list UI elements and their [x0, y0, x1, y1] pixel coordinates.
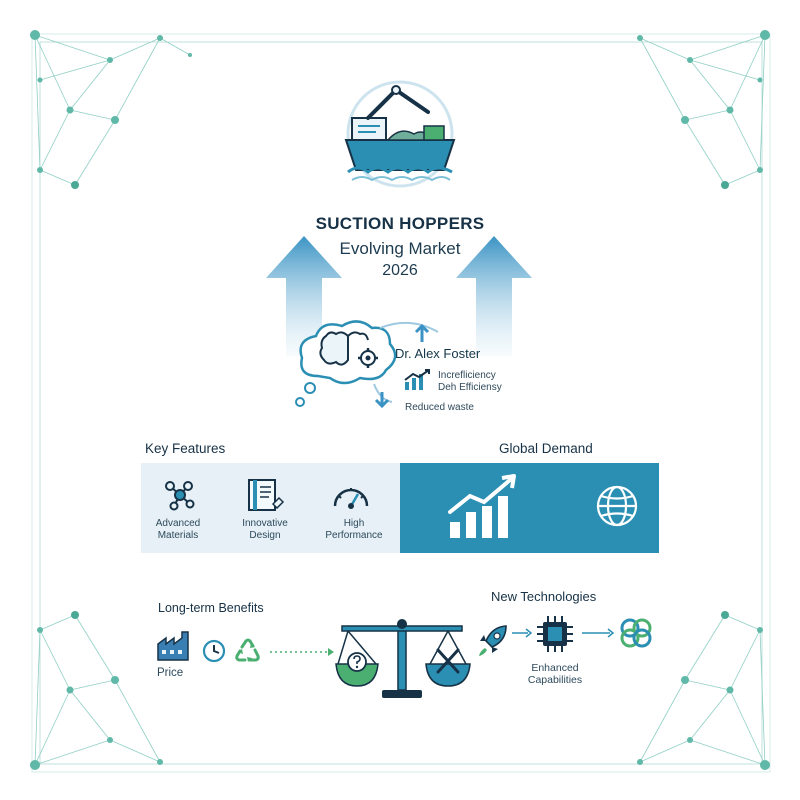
note-line-1: Increfliciency [438, 370, 496, 381]
trend-chart-icon [404, 369, 430, 390]
recycle-icon [235, 638, 260, 662]
person-name: Dr. Alex Foster [395, 346, 481, 361]
arrow-up-left-icon [266, 236, 342, 356]
network-corner-bottom-right [637, 611, 770, 770]
rocket-icon [479, 625, 507, 656]
growth-bars-icon [448, 474, 516, 538]
key-features-heading: Key Features [145, 441, 226, 456]
page-year: 2026 [382, 262, 418, 279]
arrow-up-right-icon [456, 236, 532, 356]
new-tech-heading: New Technologies [491, 589, 597, 604]
factory-icon [157, 631, 189, 661]
globe-icon [596, 485, 638, 527]
network-corner-top-left [30, 30, 192, 189]
network-nodes-icon [165, 481, 195, 511]
chip-icon [537, 616, 573, 652]
blueprint-icon [248, 479, 285, 511]
network-corner-bottom-left [30, 611, 163, 770]
note-line-3: Reduced waste [405, 402, 474, 413]
dotted-arrow-icon [270, 648, 334, 656]
global-demand-panel [400, 463, 659, 553]
page-title: SUCTION HOPPERS [315, 214, 485, 233]
network-corner-top-right [637, 30, 770, 189]
page-subtitle: Evolving Market [339, 239, 461, 258]
arrow-right-icon [582, 628, 615, 638]
link-icon [620, 618, 652, 648]
price-label: Price [157, 667, 184, 679]
gauge-icon [333, 488, 369, 509]
global-demand-heading: Global Demand [499, 441, 593, 456]
thought-bubble-icon [295, 320, 397, 407]
clock-icon [202, 639, 226, 663]
balance-scale-icon [335, 619, 471, 698]
long-term-heading: Long-term Benefits [158, 601, 264, 615]
circular-arrows-icon [373, 321, 439, 409]
note-line-2: Deh Efficiensy [438, 382, 502, 393]
hopper-ship-icon [344, 80, 456, 188]
arrow-right-icon [512, 628, 533, 638]
